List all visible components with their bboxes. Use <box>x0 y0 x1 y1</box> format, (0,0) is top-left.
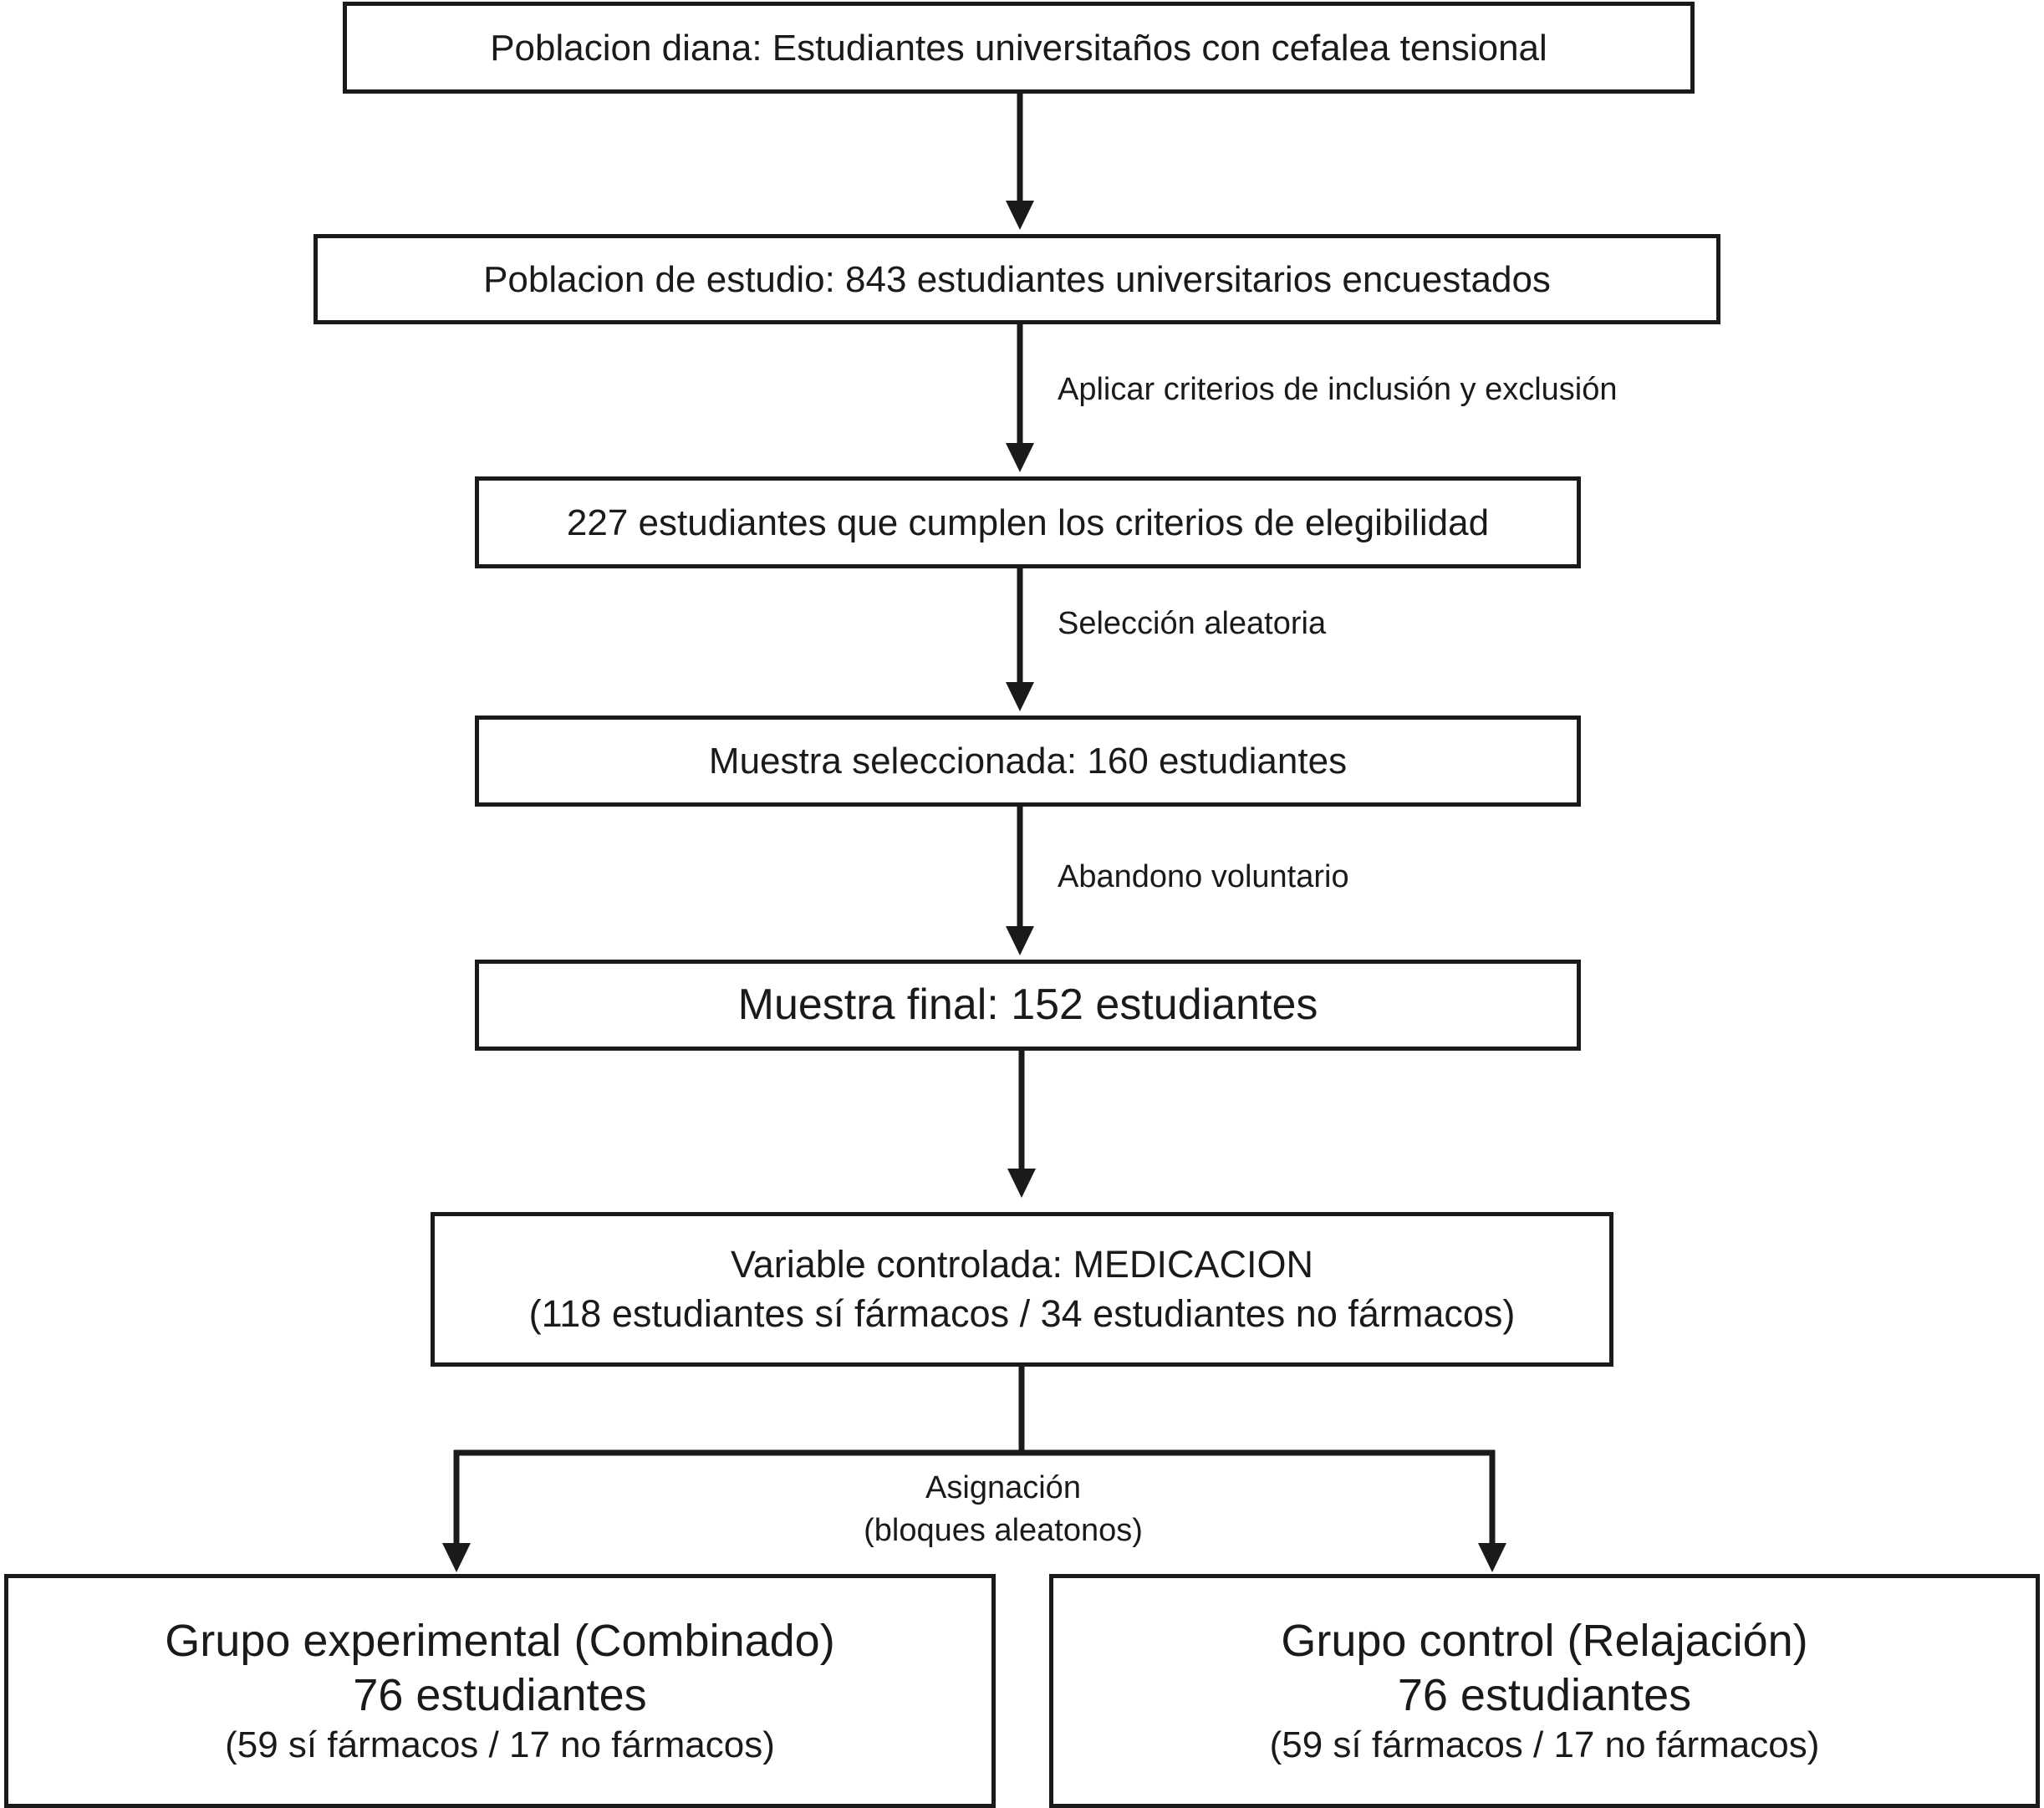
edge-label-apply-criteria: Aplicar criterios de inclusión y exclusi… <box>1058 372 1618 407</box>
edge-label-random-selection: Selección aleatoria <box>1058 606 1327 641</box>
node-experimental-group-detail: (59 sí fármacos / 17 no fármacos) <box>225 1724 775 1766</box>
arrowhead-7 <box>1478 1543 1506 1572</box>
node-controlled-variable: Variable controlada: MEDICACION (118 est… <box>431 1212 1613 1367</box>
node-final-sample-text: Muestra final: 152 estudiantes <box>737 980 1318 1029</box>
node-experimental-group-title: Grupo experimental (Combinado) <box>165 1615 835 1666</box>
node-target-population: Poblacion diana: Estudiantes universitañ… <box>343 2 1695 94</box>
node-eligible-text: 227 estudiantes que cumplen los criterio… <box>566 502 1490 543</box>
arrowhead-5 <box>1007 1169 1036 1198</box>
edge-label-assignment-line2: (bloques aleatonos) <box>864 1513 1143 1549</box>
node-controlled-variable-line2: (118 estudiantes sí fármacos / 34 estudi… <box>528 1291 1516 1335</box>
node-experimental-group-count: 76 estudiantes <box>353 1669 647 1720</box>
node-selected-sample-text: Muestra seleccionada: 160 estudiantes <box>708 741 1348 782</box>
arrowhead-2 <box>1006 443 1034 472</box>
node-study-population-text: Poblacion de estudio: 843 estudiantes un… <box>483 258 1551 300</box>
arrowhead-3 <box>1006 682 1034 711</box>
node-control-group-title: Grupo control (Relajación) <box>1281 1615 1808 1666</box>
arrowhead-6 <box>442 1543 471 1572</box>
node-control-group: Grupo control (Relajación) 76 estudiante… <box>1049 1574 2040 1808</box>
node-eligible: 227 estudiantes que cumplen los criterio… <box>475 476 1581 568</box>
node-selected-sample: Muestra seleccionada: 160 estudiantes <box>475 716 1581 807</box>
node-experimental-group: Grupo experimental (Combinado) 76 estudi… <box>4 1574 996 1808</box>
edge-label-assignment-line1: Asignación <box>925 1470 1081 1505</box>
edge-label-voluntary-dropout: Abandono voluntario <box>1058 859 1349 894</box>
node-study-population: Poblacion de estudio: 843 estudiantes un… <box>313 234 1720 324</box>
node-target-population-text: Poblacion diana: Estudiantes universitañ… <box>490 27 1547 69</box>
node-control-group-detail: (59 sí fármacos / 17 no fármacos) <box>1269 1724 1820 1766</box>
node-controlled-variable-line1: Variable controlada: MEDICACION <box>731 1243 1313 1286</box>
arrowhead-4 <box>1006 926 1034 955</box>
node-final-sample: Muestra final: 152 estudiantes <box>475 960 1581 1051</box>
edge-label-assignment: Asignación (bloques aleatonos) <box>836 1467 1170 1553</box>
node-control-group-count: 76 estudiantes <box>1397 1669 1692 1720</box>
arrowhead-1 <box>1006 201 1034 230</box>
